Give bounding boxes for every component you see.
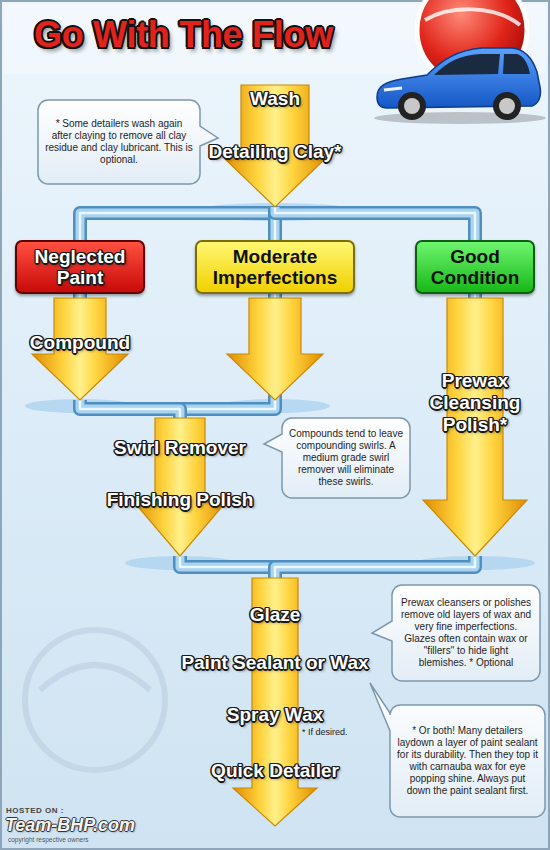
car-hub [499, 98, 515, 114]
car-headlight [384, 88, 402, 90]
condition-box: Neglected Paint [15, 240, 145, 294]
step-label: Paint Sealant or Wax [155, 652, 395, 674]
pipe-outer [275, 556, 475, 578]
mascot-watermark [25, 630, 165, 770]
step-label: Quick Detailer [155, 760, 395, 782]
pipe-connector [80, 207, 275, 240]
pipe-inner [180, 556, 275, 578]
footnote: * If desired. [302, 727, 348, 737]
car-hub [404, 98, 420, 114]
pipe-highlight [275, 556, 475, 578]
pipe-connector [275, 556, 475, 578]
pipe-inner [471, 294, 480, 298]
diagram-title: Go With The Flow [34, 14, 333, 56]
car-shadow [374, 112, 546, 124]
pipe-highlight [180, 556, 275, 578]
callout-bubble: Compounds tend to leave compounding swir… [282, 418, 410, 498]
mascot-head [25, 630, 165, 770]
pipe-connector [80, 294, 81, 298]
callout-bubble: * Some detailers wash again after clayin… [38, 100, 200, 184]
watermark: HOSTED ON : [6, 806, 64, 815]
pipe-inner [275, 556, 475, 578]
step-label: Prewax Cleansing Polish* [420, 370, 530, 436]
car-window [434, 54, 500, 75]
callout-note: * Some detailers wash again after clayin… [45, 118, 193, 166]
pipe-outer [275, 207, 475, 240]
pipe-connector [275, 207, 475, 240]
callout-bubble: * Or both! Many detailers laydown a laye… [390, 705, 545, 817]
pipe-outer [468, 294, 482, 298]
pipe-highlight [474, 294, 477, 298]
badge-swoosh [425, 9, 520, 25]
pipe-highlight [275, 207, 475, 240]
car-illustration [374, 48, 546, 124]
callout-bubble: Prewax cleansers or polishes remove old … [392, 585, 540, 681]
pipe-highlight [80, 400, 180, 418]
step-label: Spray Wax [155, 704, 395, 726]
condition-label: Moderate Imperfections [203, 246, 347, 288]
step-label: Compound [10, 332, 150, 354]
pipe-connector [80, 400, 180, 418]
pipe-outer [180, 556, 275, 578]
process-arrow: Prewax Cleansing Polish* [410, 298, 540, 556]
flow-arrow [227, 298, 323, 400]
callout-outline [38, 100, 218, 184]
condition-box: Good Condition [415, 240, 535, 294]
pipe-outer [80, 400, 180, 418]
process-arrow: GlazePaint Sealant or WaxSpray WaxQuick … [155, 578, 395, 826]
callout-note: Compounds tend to leave compounding swir… [289, 428, 403, 488]
pipe-outer [80, 207, 275, 240]
pipe-inner [275, 207, 475, 240]
car-window [503, 54, 530, 74]
callout-outline [372, 585, 540, 681]
watermark-logo: Team-BHP.com [5, 815, 135, 835]
condition-label: Good Condition [423, 246, 527, 288]
step-label: Finishing Polish [90, 489, 270, 511]
step-label: Detailing Clay* [165, 141, 385, 163]
car-wheel [398, 92, 426, 120]
pipe-highlight [80, 207, 275, 240]
step-label: Swirl Remover [90, 437, 270, 459]
pipe-highlight [79, 294, 82, 298]
watermark: copyright respective owners [8, 836, 89, 843]
process-arrow: WashDetailing Clay* [165, 85, 385, 207]
pipe-connector [475, 294, 476, 298]
callout-note: Prewax cleansers or polishes remove old … [399, 597, 533, 669]
pipe-connector [180, 556, 275, 578]
step-label: Glaze [155, 604, 395, 626]
callout-outline [370, 683, 545, 817]
process-arrow: Swirl RemoverFinishing Polish [90, 418, 270, 556]
pipe-inner [80, 400, 180, 418]
callout-outline [264, 418, 410, 498]
step-label: Wash [165, 88, 385, 110]
condition-label: Neglected Paint [23, 246, 137, 288]
pipe-outer [73, 294, 87, 298]
condition-box: Moderate Imperfections [195, 240, 355, 294]
callout-note: * Or both! Many detailers laydown a laye… [397, 725, 538, 797]
pipe-inner [80, 207, 275, 240]
car-wheel [493, 92, 521, 120]
pipe-inner [76, 294, 85, 298]
mascot-brow [40, 665, 150, 690]
process-arrow: Compound [10, 298, 150, 400]
